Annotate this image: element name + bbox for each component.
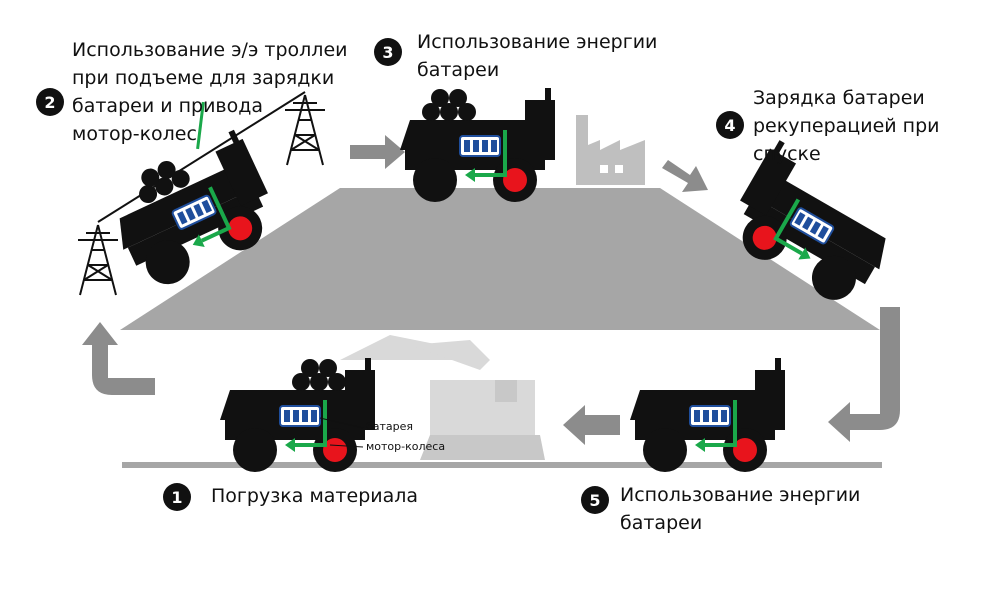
cycle-arrows [82, 135, 900, 445]
battery-leader [319, 417, 364, 429]
step-4-badge: 4 [716, 111, 744, 139]
step-3-badge: 3 [374, 38, 402, 66]
step-2-label: Использование э/э троллеи при подъеме дл… [72, 39, 348, 145]
step-3-label: Использование энергии батареи [417, 31, 658, 81]
wheels-leader [329, 444, 364, 448]
ground-line [122, 462, 882, 468]
wheels-callout: мотор-колеса [366, 440, 446, 453]
truck-uphill [95, 101, 288, 299]
trolley-line [77, 91, 326, 296]
pit-shape [120, 188, 880, 330]
step-5-label: Использование энергии батареи [620, 484, 861, 534]
step-1-label: Погрузка материала [211, 485, 419, 507]
truck-top [398, 86, 557, 204]
truck-loading [218, 356, 377, 474]
step-2-badge: 2 [36, 88, 64, 116]
factory-icon [576, 115, 645, 185]
step-1-badge: 1 [163, 483, 191, 511]
step-5-badge: 5 [581, 486, 609, 514]
step-4-label: Зарядка батареи рекуперацией при спуске [753, 87, 940, 165]
truck-empty [628, 356, 787, 474]
excavator-icon [340, 335, 545, 460]
battery-callout: батарея [366, 420, 414, 433]
